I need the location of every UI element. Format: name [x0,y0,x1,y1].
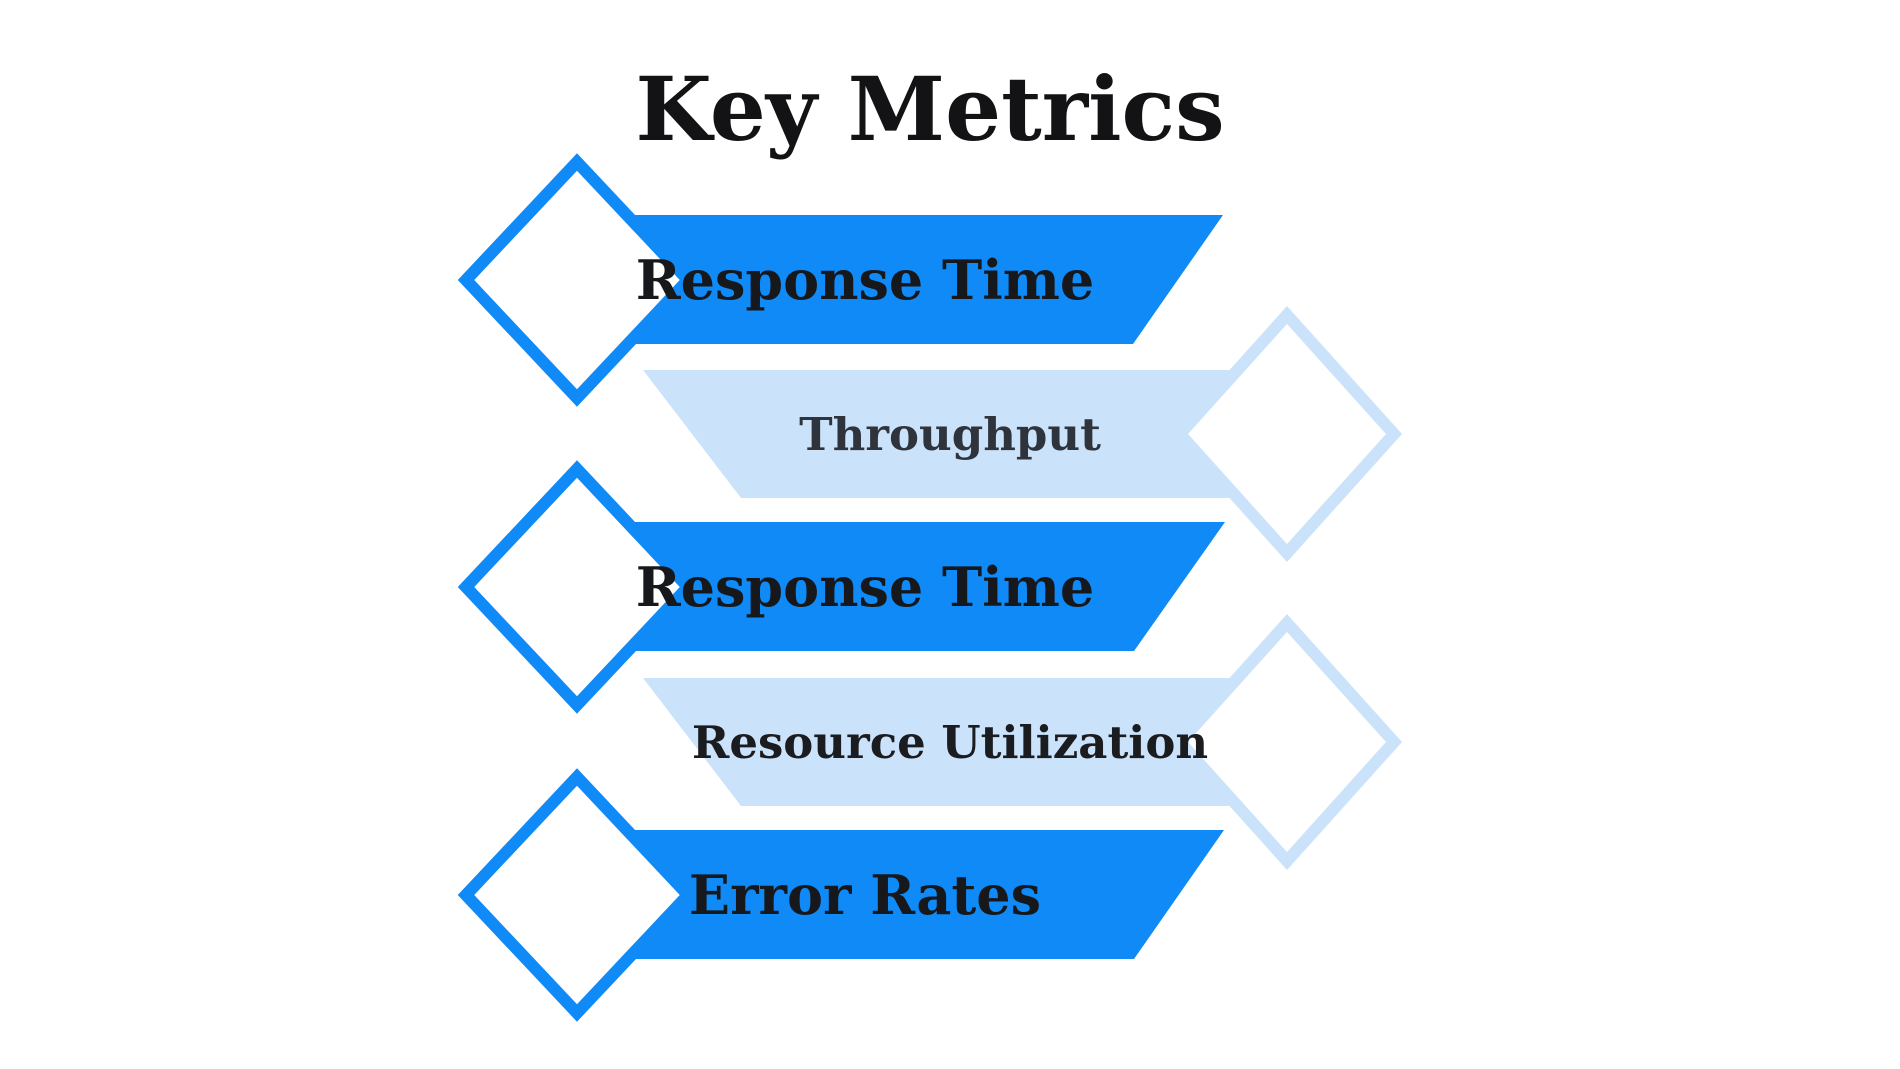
diamond-marker-icon [457,153,697,407]
banner-shape [643,370,1287,498]
banner-label: Resource Utilization [692,716,1208,769]
banner-label: Throughput [799,408,1101,461]
diamond-marker-icon [1171,306,1403,562]
metric-row-resource-utilization: Resource Utilization [643,614,1403,870]
diagram-title: Key Metrics [635,57,1224,161]
banner-label: Response Time [636,555,1094,619]
banner-label: Response Time [636,248,1094,312]
banner-label: Error Rates [689,863,1041,927]
diamond-marker-icon [1171,614,1403,870]
banner-shape [577,522,1225,651]
diamond-marker-icon [457,460,697,714]
banner-shape [577,215,1223,344]
banner-shape [577,830,1224,959]
diamond-marker-icon [457,768,697,1022]
metric-row-error-rates: Error Rates [457,768,1224,1022]
metric-row-response-time-1: Response Time [457,153,1223,407]
banner-shape [643,678,1287,806]
metric-row-throughput: Throughput [643,306,1403,562]
metric-row-response-time-2: Response Time [457,460,1225,714]
